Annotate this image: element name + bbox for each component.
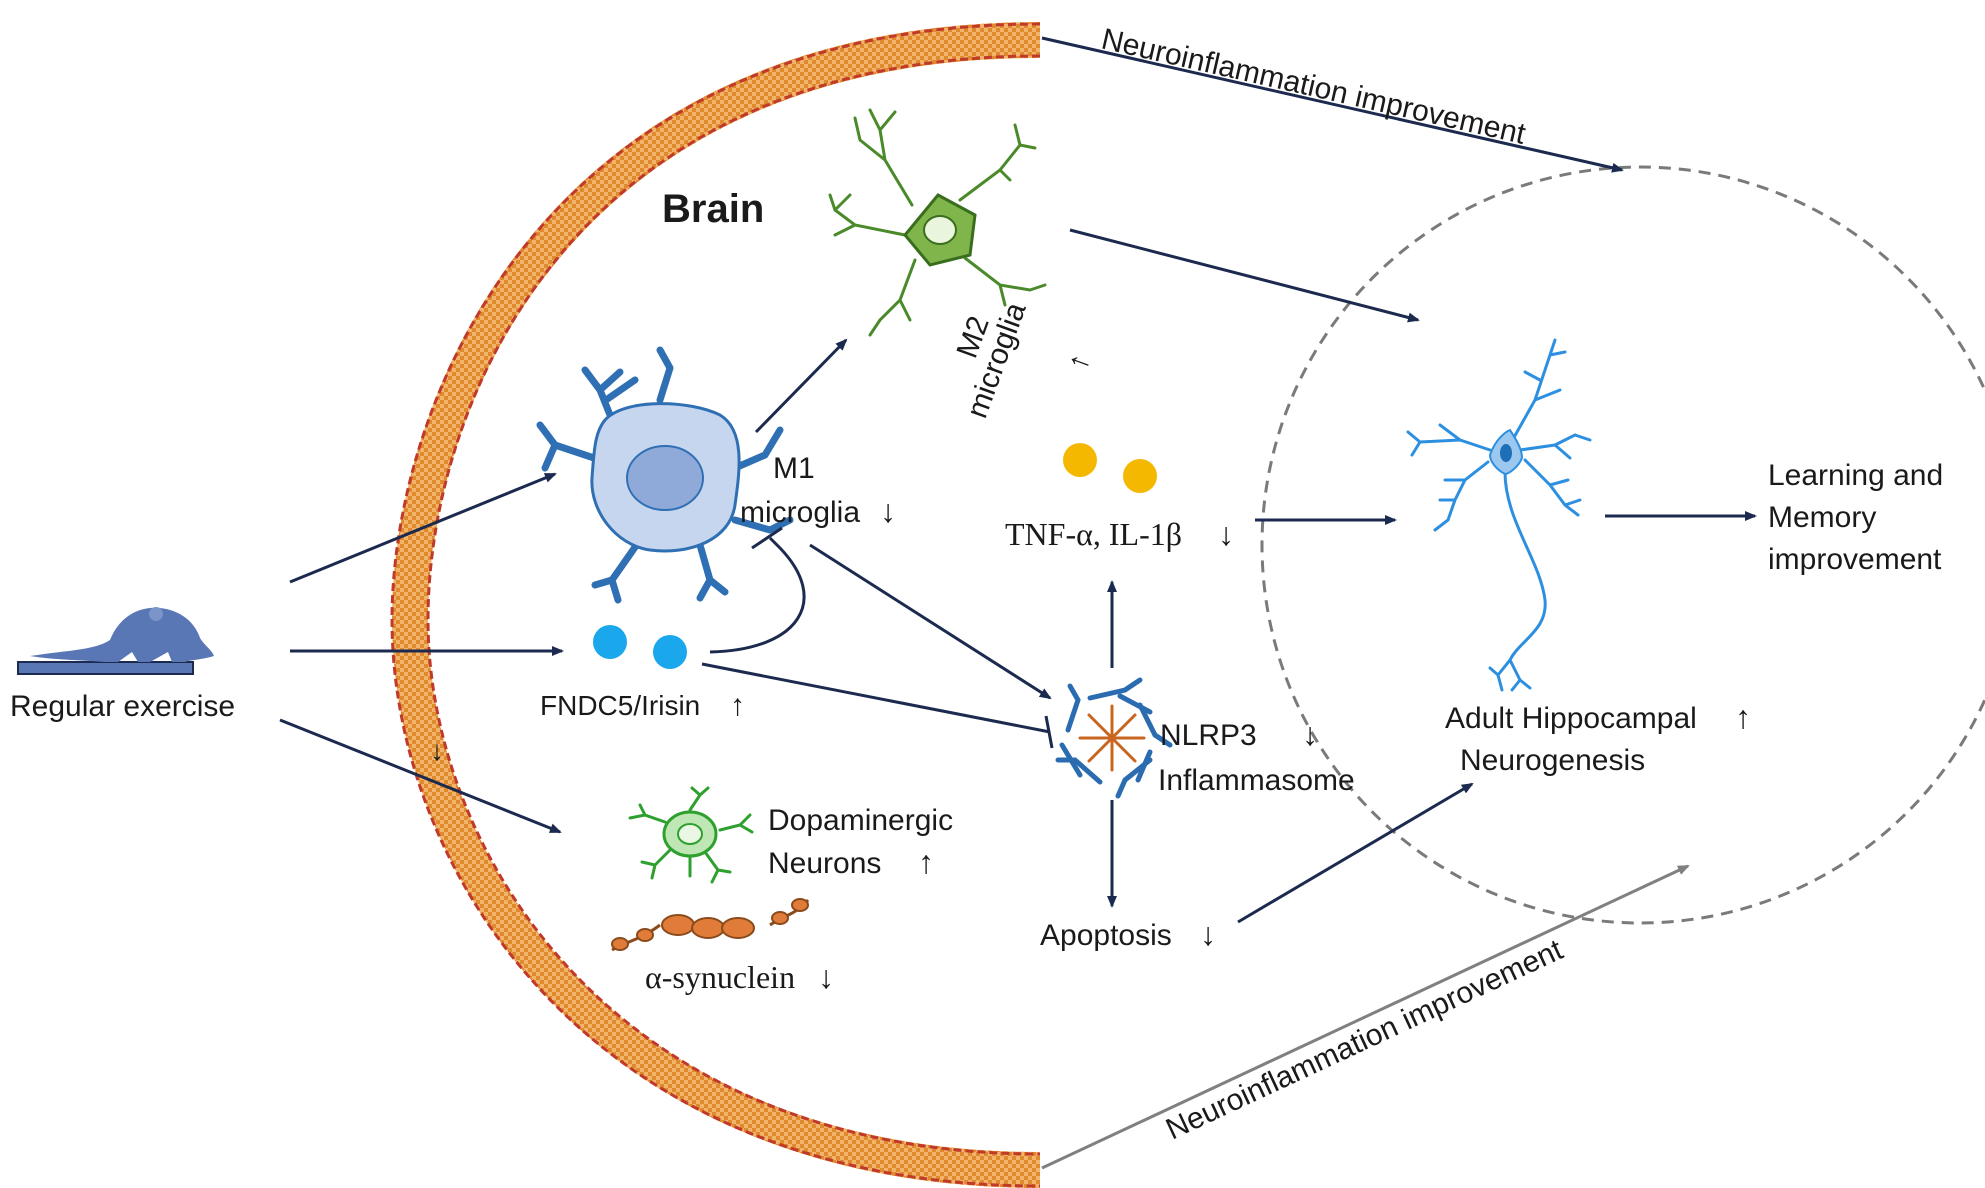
irisin-inhibits-m1-bar bbox=[751, 526, 783, 550]
irisin-icon bbox=[593, 625, 687, 669]
m2-up-indicator: ↑ bbox=[1061, 349, 1097, 374]
m1-label-line2: microglia bbox=[740, 496, 860, 529]
apoptosis-down-indicator: ↓ bbox=[1200, 916, 1216, 952]
m2-microglia-icon bbox=[828, 108, 1047, 337]
m1-down-indicator: ↓ bbox=[880, 493, 896, 529]
brain-entry-down-indicator: ↓ bbox=[430, 735, 444, 766]
dopaminergic-label-line1: Dopaminergic bbox=[768, 804, 953, 837]
arrow-m1-to-m2 bbox=[754, 338, 848, 434]
nlrp3-inflammasome-icon bbox=[1055, 677, 1173, 799]
fndc5-up-indicator: ↑ bbox=[730, 689, 745, 722]
dopaminergic-up-indicator: ↑ bbox=[918, 844, 934, 880]
brain-boundary bbox=[390, 22, 1041, 1188]
ahn-up-indicator: ↑ bbox=[1735, 699, 1751, 735]
cytokine-icon bbox=[1063, 443, 1157, 493]
arrow-neuroinflammation-top bbox=[1041, 36, 1624, 173]
m1-label-line1: M1 bbox=[773, 452, 815, 485]
synuclein-down-indicator: ↓ bbox=[818, 959, 834, 995]
arrow-m1-to-nlrp3 bbox=[809, 543, 1052, 700]
dopaminergic-label-line2: Neurons bbox=[768, 847, 881, 880]
arrow-exercise-to-dopaminergic bbox=[279, 718, 562, 834]
ahn-label-line1: Adult Hippocampal bbox=[1445, 702, 1697, 735]
cytokines-down-indicator: ↓ bbox=[1218, 516, 1234, 552]
learning-label-line1: Learning and bbox=[1768, 459, 1943, 492]
synuclein-label: α-synuclein bbox=[645, 959, 795, 995]
learning-label-line3: improvement bbox=[1768, 543, 1942, 576]
nlrp3-label-line1: NLRP3 bbox=[1160, 719, 1257, 752]
apoptosis-label: Apoptosis bbox=[1040, 919, 1172, 952]
dopaminergic-neuron-icon bbox=[628, 786, 754, 884]
learning-label-line2: Memory bbox=[1768, 501, 1876, 534]
neuroinflammation-top-label: Neuroinflammation improvement bbox=[1098, 23, 1529, 151]
hippocampus-circle bbox=[1260, 165, 1985, 925]
hippocampal-neuron-icon bbox=[1406, 338, 1592, 692]
brain-label: Brain bbox=[662, 187, 764, 231]
arrow-exercise-to-m1 bbox=[289, 472, 557, 584]
alpha-synuclein-icon bbox=[611, 898, 810, 952]
irisin-inhibits-m1-line bbox=[709, 536, 806, 654]
neuroinflammation-bottom-label: Neuroinflammation improvement bbox=[1161, 933, 1568, 1146]
arrow-apoptosis-to-neurogenesis bbox=[1237, 782, 1474, 924]
mouse-icon bbox=[17, 607, 214, 675]
irisin-inhibits-nlrp3-line bbox=[701, 662, 1051, 734]
cytokines-label: TNF-α, IL-1β bbox=[1005, 516, 1182, 552]
nlrp3-down-indicator: ↓ bbox=[1302, 716, 1318, 752]
regular-exercise-label: Regular exercise bbox=[10, 690, 235, 723]
arrow-neuroinflammation-bottom bbox=[1041, 864, 1690, 1170]
arrow-m2-to-neurogenesis bbox=[1069, 228, 1420, 323]
m1-microglia-icon bbox=[536, 346, 794, 604]
ahn-label-line2: Neurogenesis bbox=[1460, 744, 1645, 777]
nlrp3-label-line2: Inflammasome bbox=[1158, 764, 1355, 797]
fndc5-label: FNDC5/Irisin bbox=[540, 690, 700, 721]
irisin-inhibits-nlrp3-bar bbox=[1044, 715, 1054, 749]
